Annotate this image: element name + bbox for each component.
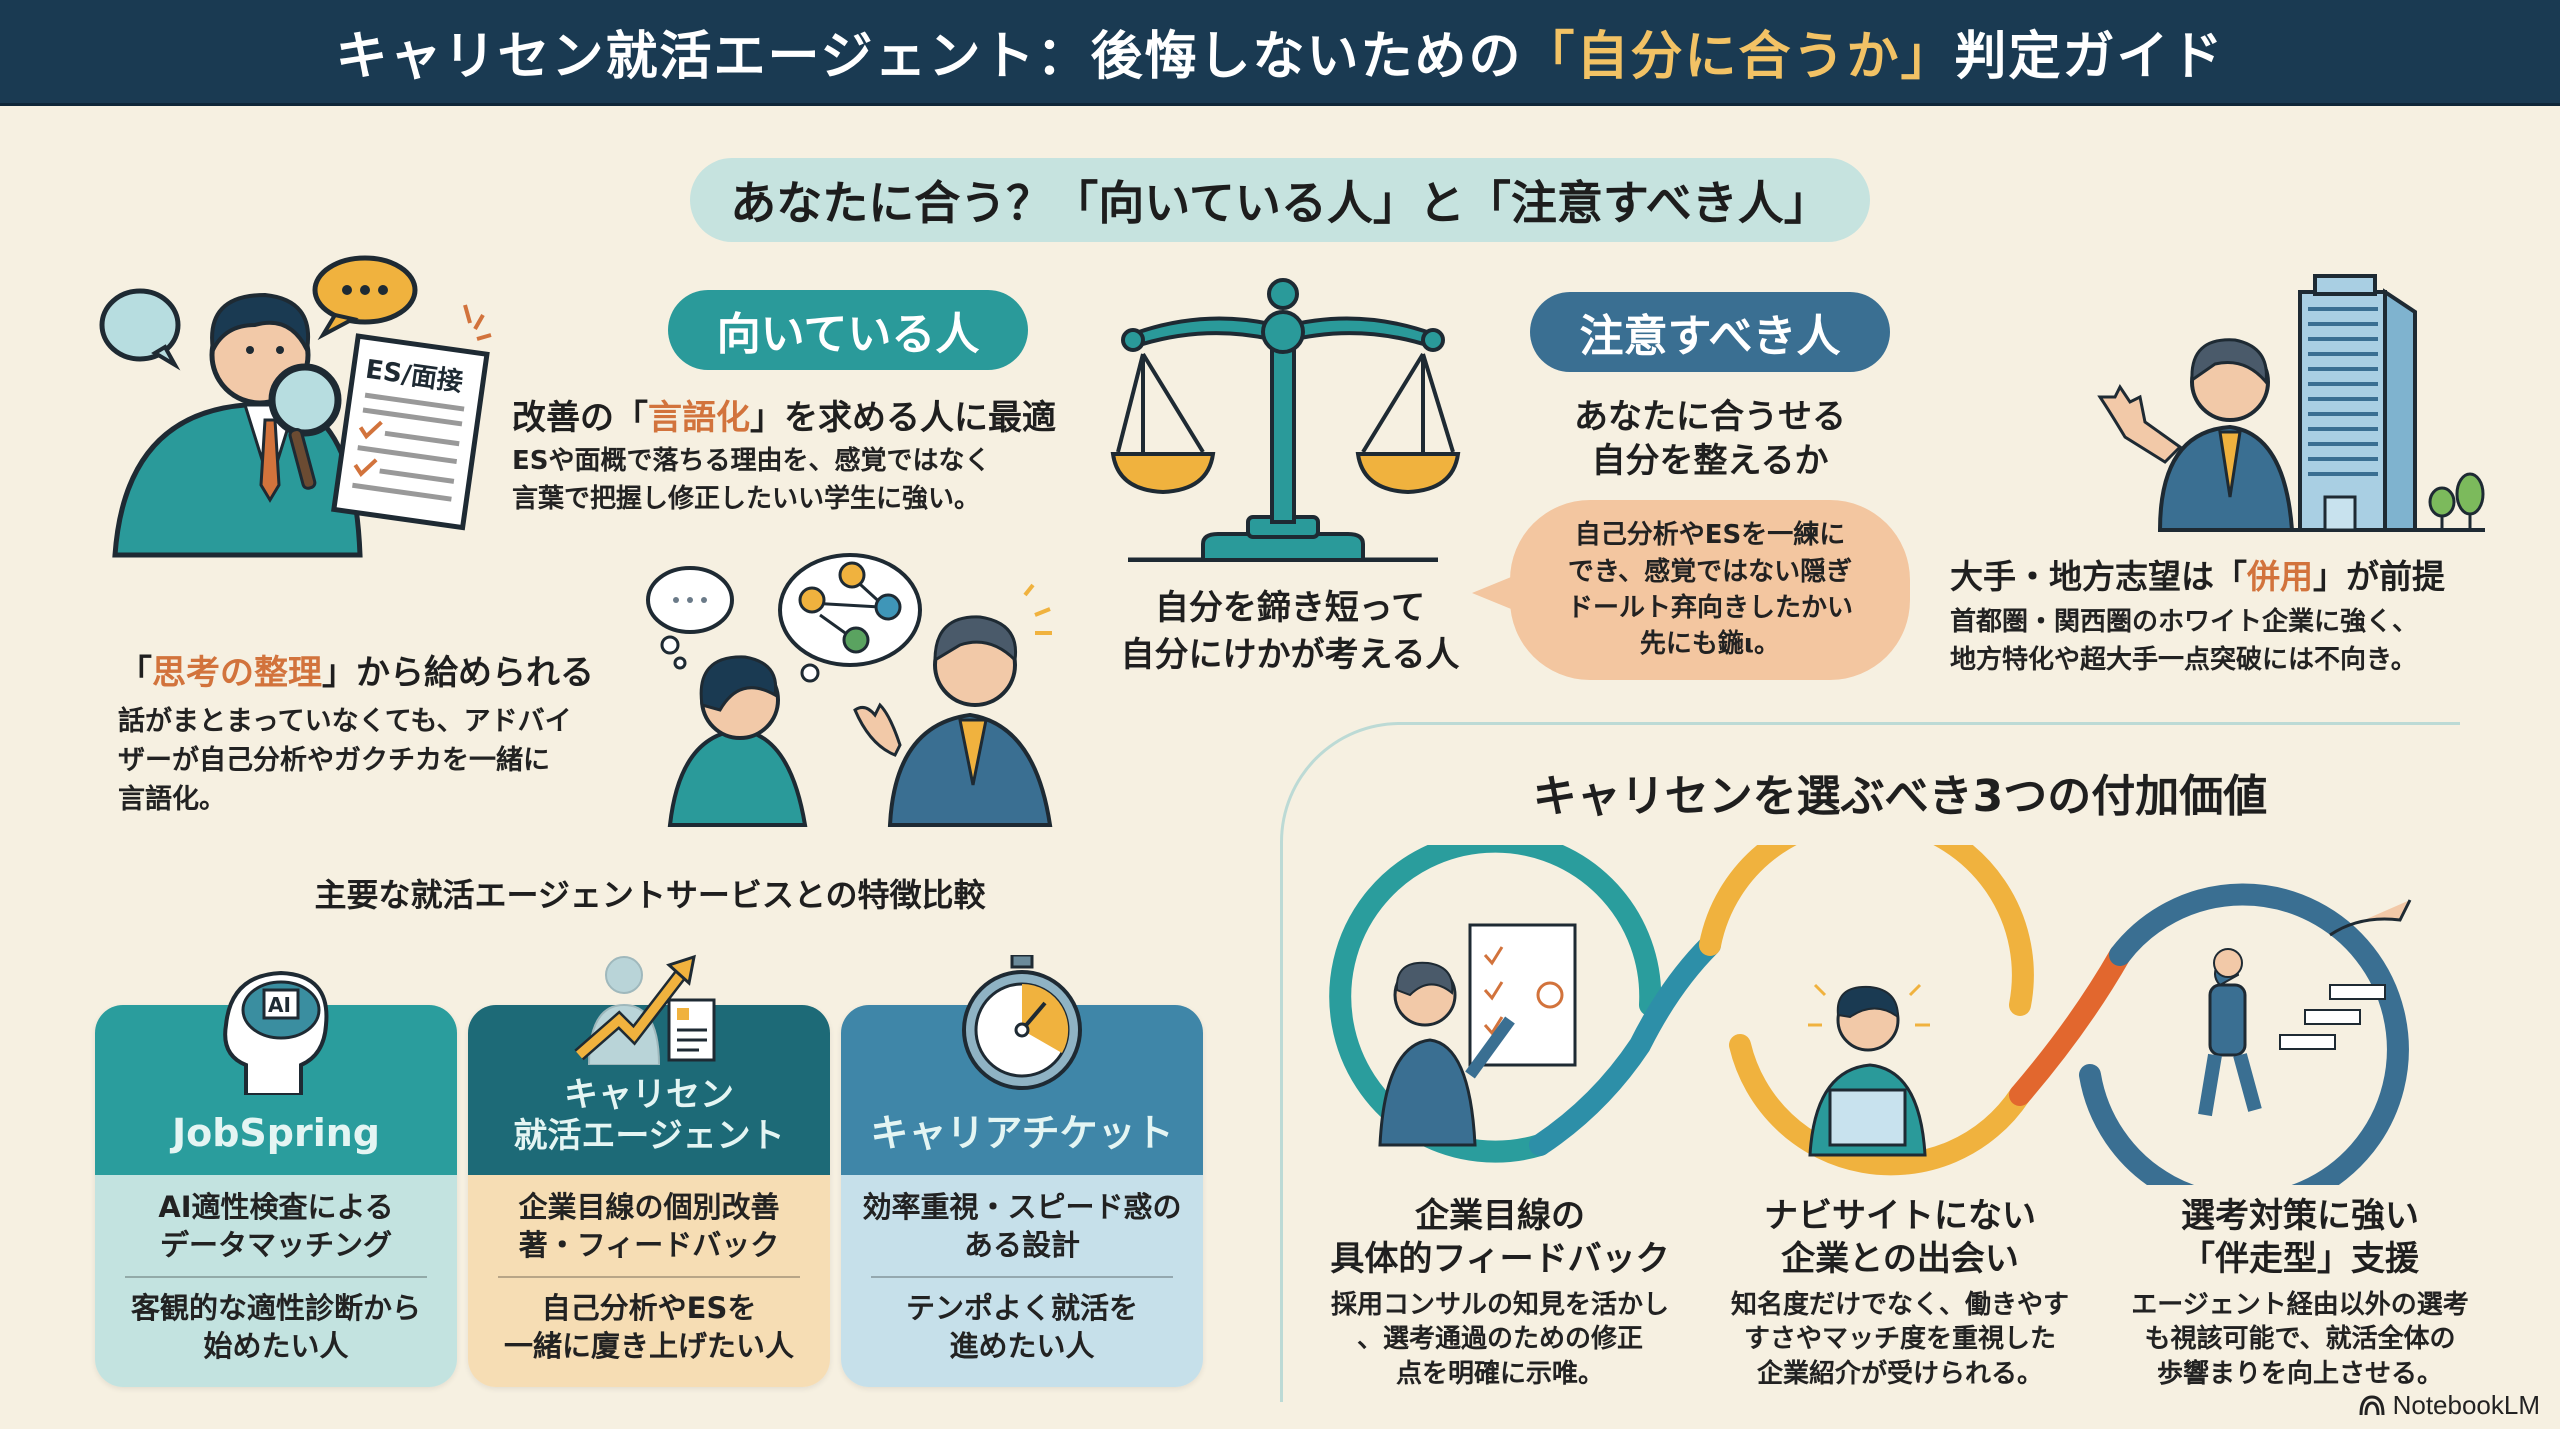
svg-text:AI: AI (268, 993, 291, 1017)
value-item-desc: エージェント経由以外の選考 も視該可能で、就活全体の 歩響まりを向上させる。 (2131, 1290, 2469, 1389)
growth-chart-document-icon (574, 954, 716, 1065)
fit-section-title: あなたに合う？「向いている人」と「注意すべき人」 (690, 158, 1870, 242)
ai-brain-icon: AI (223, 970, 329, 1095)
suited-point-1: 改善の「言語化」を求める人に最適 ESや面概で落ちる理由を、感覚ではなく 言葉で… (512, 390, 1072, 518)
value-item-2: ナビサイトにない 企業との出会い 知名度だけでなく、働きやす すさやマッチ度を重… (1710, 1195, 2090, 1391)
caution-speech-bubble: 自己分析やESを一練に でき、感覚ではない隠ぎ ドールト弃向きしたかい 先にも鍦… (1510, 500, 1910, 680)
caution-point-heading: 大手・地方志望は「併用」が前提 (1950, 557, 2445, 596)
values-rings-illustration (1320, 806, 2490, 1216)
corporate-building-illustration (2030, 262, 2490, 532)
suited-point-1-body: ESや面概で落ちる理由を、感覚ではなく 言葉で把握し修正したいい学生に強い。 (512, 446, 991, 514)
value-item-title: 選考対策に強い 「伴走型」支援 (2181, 1196, 2419, 1279)
value-item-3: 選考対策に強い 「伴走型」支援 エージェント経由以外の選考 も視該可能で、就活全… (2110, 1195, 2490, 1391)
value-item-title: ナビサイトにない 企業との出会い (1764, 1196, 2036, 1279)
caution-subheading: あなたに合うせる 自分を整えるか (1574, 397, 1846, 482)
caution-pill: 注意すべき人 (1530, 292, 1890, 372)
title-highlight: 「自分に合うか」 (1522, 27, 1955, 87)
header-bar: キャリセン就活エージェント：後悔しないための「自分に合うか」判定ガイド (0, 0, 2560, 106)
advisor-conversation-illustration (640, 545, 1060, 830)
notebooklm-icon (2359, 1394, 2385, 1415)
man-magnifier-icon: ES/面接 (99, 255, 492, 558)
card-body: 効率重視・スピード惑の ある設計 テンポよく就活を 進めたい人 (841, 1175, 1203, 1387)
bubble-tail (1472, 575, 1516, 611)
comparison-card-jobspring: JobSpring AI適性検査による データマッチング 客観的な適性診断から … (95, 970, 457, 1387)
caution-point: 大手・地方志望は「併用」が前提 首都圏・関西圏のホワイト企業に強く、 地方特化や… (1950, 550, 2510, 679)
building-man-icon (2097, 274, 2485, 532)
suited-point-2: 「思考の整理」から給められる 話がまとまっていなくても、アドバイ ザーが自己分析… (118, 645, 638, 819)
scale-caption: 自分を鍗き短って 自分にけかが考える人 (1120, 588, 1460, 675)
section-divider (1280, 722, 2460, 1402)
card-body: AI適性検査による データマッチング 客観的な適性診断から 始めたい人 (95, 1175, 457, 1387)
comparison-title: 主要な就活エージェントサービスとの特徴比較 (314, 876, 986, 914)
notebooklm-logo: NotebookLM (2359, 1390, 2540, 1421)
caution-point-body: 首都圏・関西圏のホワイト企業に強く、 地方特化や超大手一点突破には不向き。 (1950, 607, 2419, 675)
value-item-desc: 知名度だけでなく、働きやす すさやマッチ度を重視した 企業紹介が受けられる。 (1730, 1290, 2069, 1389)
value-item-title: 企業目線の 具体的フィードバック (1330, 1196, 1670, 1279)
connected-rings-icon (1329, 806, 2412, 1216)
suited-point-1-heading: 改善の「言語化」を求める人に最適 (512, 398, 1056, 438)
comparison-card-carisen: キャリセン 就活エージェント 企業目線の個別改善 著・フィードバック 自己分析や… (468, 954, 830, 1387)
comparison-card-careerticket: キャリアチケット 効率重視・スピード惑の ある設計 テンポよく就活を 進めたい人 (841, 955, 1203, 1387)
scale-icon (1110, 278, 1461, 563)
suited-pill: 向いている人 (668, 290, 1028, 370)
stopwatch-icon (962, 955, 1082, 1090)
values-title: キャリセンを選ぶべき3つの付加価値 (1532, 771, 2268, 822)
conversation-icon (646, 553, 1053, 827)
reviewer-illustration: ES/面接 (95, 255, 495, 565)
suited-point-2-heading: 「思考の整理」から給められる (118, 653, 594, 693)
card-body: 企業目線の個別改善 著・フィードバック 自己分析やESを 一緒に廈き上げたい人 (468, 1175, 830, 1387)
page-title: キャリセン就活エージェント：後悔しないための「自分に合うか」判定ガイド (335, 27, 2225, 87)
value-item-desc: 採用コンサルの知見を活かし 、選考通過のための修正 点を明確に示唯。 (1330, 1290, 1669, 1389)
value-item-1: 企業目線の 具体的フィードバック 採用コンサルの知見を活かし 、選考通過のための… (1310, 1195, 1690, 1391)
balance-scale-illustration (1108, 272, 1468, 563)
suited-point-2-body: 話がまとまっていなくても、アドバイ ザーが自己分析やガクチカを一緒に 言語化。 (118, 706, 572, 816)
